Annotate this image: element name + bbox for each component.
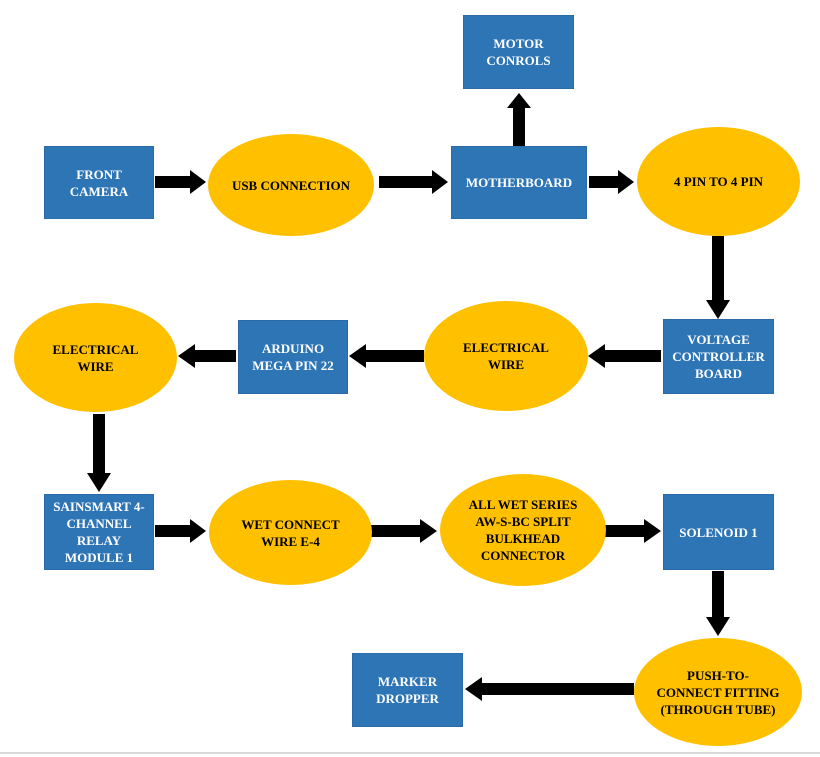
node-front-camera: FRONT CAMERA [44, 146, 154, 219]
arrow-motherboard-to-4pin [589, 170, 634, 194]
node-usb-connection: USB CONNECTION [208, 134, 374, 236]
node-solenoid-1: SOLENOID 1 [663, 494, 774, 570]
node-sainsmart-relay: SAINSMART 4- CHANNEL RELAY MODULE 1 [44, 494, 154, 570]
arrow-voltage-to-electrical [588, 344, 661, 368]
node-electrical-wire-left: ELECTRICAL WIRE [14, 303, 177, 412]
arrow-sainsmart-to-wet [155, 519, 206, 543]
node-arduino-mega-pin-22: ARDUINO MEGA PIN 22 [238, 320, 348, 394]
arrow-arduino-to-electrical [178, 344, 236, 368]
node-electrical-wire-mid: ELECTRICAL WIRE [424, 301, 588, 411]
arrow-push-to-marker [465, 677, 634, 701]
node-4-pin-to-4-pin: 4 PIN TO 4 PIN [637, 127, 800, 236]
arrow-electrical-to-sainsmart [87, 414, 111, 492]
arrow-4pin-to-voltage [706, 236, 730, 319]
bottom-divider [0, 752, 820, 754]
node-push-to-connect-fitting: PUSH-TO- CONNECT FITTING (THROUGH TUBE) [634, 638, 802, 746]
node-all-wet-series-connector: ALL WET SERIES AW-S-BC SPLIT BULKHEAD CO… [440, 474, 606, 586]
node-voltage-controller-board: VOLTAGE CONTROLLER BOARD [663, 319, 774, 394]
arrow-allwet-to-solenoid [605, 519, 661, 543]
node-marker-dropper: MARKER DROPPER [352, 653, 463, 727]
node-motherboard: MOTHERBOARD [451, 146, 587, 219]
arrow-usb-to-motherboard [379, 170, 448, 194]
arrow-camera-to-usb [155, 170, 206, 194]
node-wet-connect-wire: WET CONNECT WIRE E-4 [209, 480, 372, 585]
arrow-wet-to-allwet [371, 519, 437, 543]
arrow-electrical-to-arduino [349, 344, 424, 368]
arrow-motherboard-to-motor [507, 93, 531, 146]
arrow-solenoid-to-push [706, 571, 730, 636]
node-motor-controls: MOTOR CONROLS [463, 15, 574, 89]
